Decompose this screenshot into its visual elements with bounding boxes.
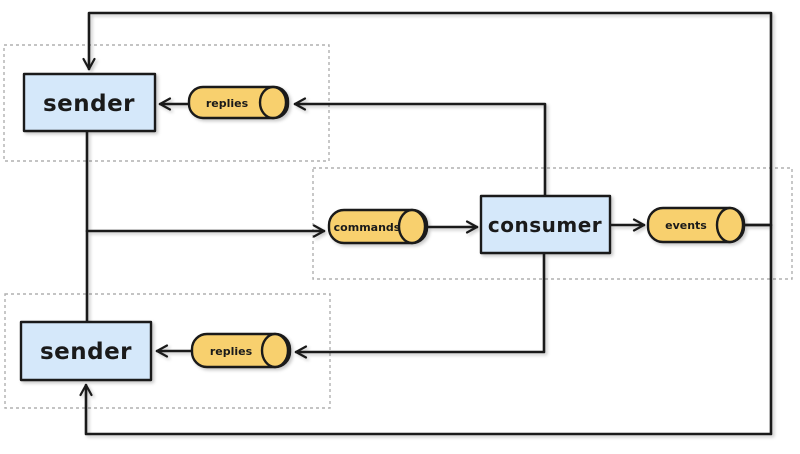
- replies-bottom-queue: replies: [190, 332, 292, 369]
- sender-bottom-node: sender: [19, 320, 153, 382]
- replies-top-label: replies: [206, 97, 249, 110]
- wire-consumer-to-replies-bottom: [294, 251, 546, 359]
- dashed-group-consumer: [312, 167, 793, 280]
- events-queue: events: [646, 206, 746, 244]
- dashed-group-sender-top: [3, 44, 330, 162]
- commands-queue-cap: [397, 208, 427, 245]
- replies-top-queue: replies: [187, 85, 290, 120]
- consumer-node: consumer: [479, 194, 612, 255]
- events-label: events: [665, 219, 707, 232]
- dashed-group-sender-bottom: [4, 293, 331, 409]
- sender-top-node: sender: [22, 72, 157, 133]
- sender-bottom-label: sender: [40, 339, 132, 365]
- sender-top-label: sender: [43, 91, 135, 117]
- sender-bottom-box: [19, 320, 153, 382]
- replies-bottom-label: replies: [210, 345, 253, 358]
- consumer-label: consumer: [488, 213, 602, 237]
- events-queue-cap: [715, 206, 745, 244]
- commands-label: commands: [334, 221, 401, 234]
- replies-bottom-queue-cap: [260, 332, 290, 369]
- commands-queue: commands: [327, 208, 429, 245]
- wire-events-to-sender-bottom: [79, 223, 773, 436]
- replies-top-queue-cap: [258, 85, 288, 120]
- sender-top-box: [22, 72, 157, 133]
- wire-consumer-to-replies-top: [293, 97, 547, 198]
- consumer-box: [479, 194, 612, 255]
